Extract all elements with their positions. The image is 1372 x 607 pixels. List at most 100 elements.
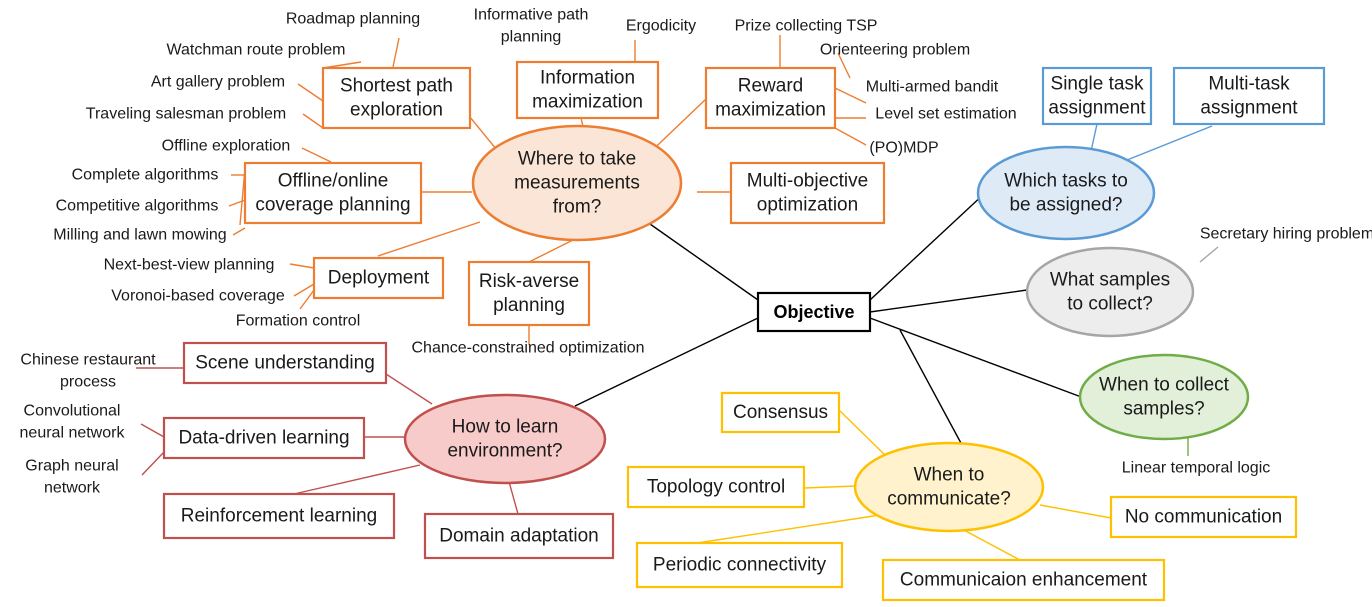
node-label: process <box>60 374 116 391</box>
leaf-roadmap: Roadmap planning <box>286 11 420 28</box>
leaf-offline_expl: Offline exploration <box>162 138 291 155</box>
node-label: Offline/online <box>278 171 389 192</box>
edge-orienteering <box>837 52 851 79</box>
node-label: be assigned? <box>1009 195 1122 216</box>
root-objective: Objective <box>756 291 872 333</box>
node-label: Reward <box>738 76 803 97</box>
edge-risk-averse <box>528 239 574 263</box>
node-label: Voronoi-based coverage <box>111 288 285 305</box>
edge-periodic <box>696 514 881 544</box>
edge-rl <box>293 464 421 495</box>
leaf-nbv: Next-best-view planning <box>104 257 275 274</box>
edge-cnn <box>140 423 165 438</box>
box-single_task: Single task assignment <box>1041 66 1153 126</box>
node-label: Orienteering problem <box>820 42 970 59</box>
node-label: Risk-averse <box>479 271 579 292</box>
node-label: Single task <box>1051 74 1144 95</box>
leaf-secretary: Secretary hiring problem <box>1200 226 1372 243</box>
hub-when_collect: When to collect samples? <box>1078 353 1250 441</box>
box-multi_task: Multi-task assignment <box>1172 66 1326 126</box>
edge-tsp <box>302 113 324 129</box>
node-label: Level set estimation <box>875 106 1016 123</box>
box-scene: Scene understanding <box>182 341 388 385</box>
node-label: maximization <box>715 100 826 121</box>
node-label: Next-best-view planning <box>104 257 275 274</box>
edge-topology <box>803 485 857 489</box>
node-label: (PO)MDP <box>869 140 938 157</box>
node-label: planning <box>493 295 565 316</box>
edge-multi-task <box>1126 125 1213 161</box>
node-label: Periodic connectivity <box>653 555 827 576</box>
node-label: Information <box>540 68 635 89</box>
node-label: Ergodicity <box>626 18 696 35</box>
node-label: neural network <box>20 425 126 442</box>
box-topology: Topology control <box>626 465 806 509</box>
node-label: samples? <box>1123 399 1204 420</box>
edge-gnn <box>141 451 165 476</box>
node-label: Where to take <box>518 149 636 170</box>
edge-bandit <box>834 87 867 104</box>
node-label: Roadmap planning <box>286 11 420 28</box>
edge-offline-expl <box>301 147 332 163</box>
leaf-art_gallery: Art gallery problem <box>151 74 285 91</box>
node-label: What samples <box>1050 270 1170 291</box>
node-label: assignment <box>1048 98 1146 119</box>
edge-formation <box>299 289 315 310</box>
node-label: measurements <box>514 173 640 194</box>
node-label: Multi-task <box>1208 74 1290 95</box>
node-label: Domain adaptation <box>439 526 599 547</box>
edge-root-when-collect <box>869 317 1085 399</box>
leaf-milling: Milling and lawn mowing <box>53 227 226 244</box>
edge-comm-enh <box>959 527 1021 561</box>
node-label: Milling and lawn mowing <box>53 227 226 244</box>
node-label: When to <box>914 465 985 486</box>
node-label: Which tasks to <box>1004 171 1128 192</box>
edge-root-samples <box>869 289 1028 313</box>
node-label: Reinforcement learning <box>181 506 377 527</box>
node-label: Informative path <box>474 7 589 24</box>
leaf-ltl: Linear temporal logic <box>1122 460 1271 477</box>
box-risk_averse: Risk-averse planning <box>467 260 591 327</box>
node-label: Scene understanding <box>195 353 375 374</box>
box-rl: Reinforcement learning <box>162 492 396 540</box>
box-reward: Reward maximization <box>704 66 837 130</box>
node-label: When to collect <box>1099 375 1230 396</box>
node-label: Linear temporal logic <box>1122 460 1271 477</box>
edge-pomdp <box>834 127 867 146</box>
hub-measure: Where to take measurements from? <box>471 124 683 242</box>
node-label: from? <box>553 197 602 218</box>
leaf-pctsp: Prize collecting TSP <box>735 18 878 35</box>
leaf-competitive: Competitive algorithms <box>56 198 219 215</box>
box-consensus: Consensus <box>720 391 841 434</box>
node-label: Shortest path <box>340 76 453 97</box>
connector-lines <box>136 35 1219 561</box>
edge-milling <box>232 227 246 236</box>
node-label: assignment <box>1200 98 1298 119</box>
node-label: Communicaion enhancement <box>900 570 1148 591</box>
leaf-voronoi: Voronoi-based coverage <box>111 288 285 305</box>
node-label: Multi-armed bandit <box>866 79 999 96</box>
node-label: No communication <box>1125 507 1282 528</box>
leaf-bandit: Multi-armed bandit <box>866 79 999 96</box>
root-label: Objective <box>773 302 854 322</box>
edge-roadmap <box>392 37 400 68</box>
node-label: optimization <box>757 195 858 216</box>
node-label: Watchman route problem <box>166 42 345 59</box>
node-label: Art gallery problem <box>151 74 285 91</box>
node-label: Convolutional <box>24 403 121 420</box>
node-label: coverage planning <box>255 195 410 216</box>
node-label: to collect? <box>1067 294 1153 315</box>
node-label: Prize collecting TSP <box>735 18 878 35</box>
node-label: network <box>44 480 101 497</box>
node-label: maximization <box>532 92 643 113</box>
leaf-ergodicity: Ergodicity <box>626 18 696 35</box>
edge-root-tasks <box>869 192 986 301</box>
node-label: Secretary hiring problem <box>1200 226 1372 243</box>
